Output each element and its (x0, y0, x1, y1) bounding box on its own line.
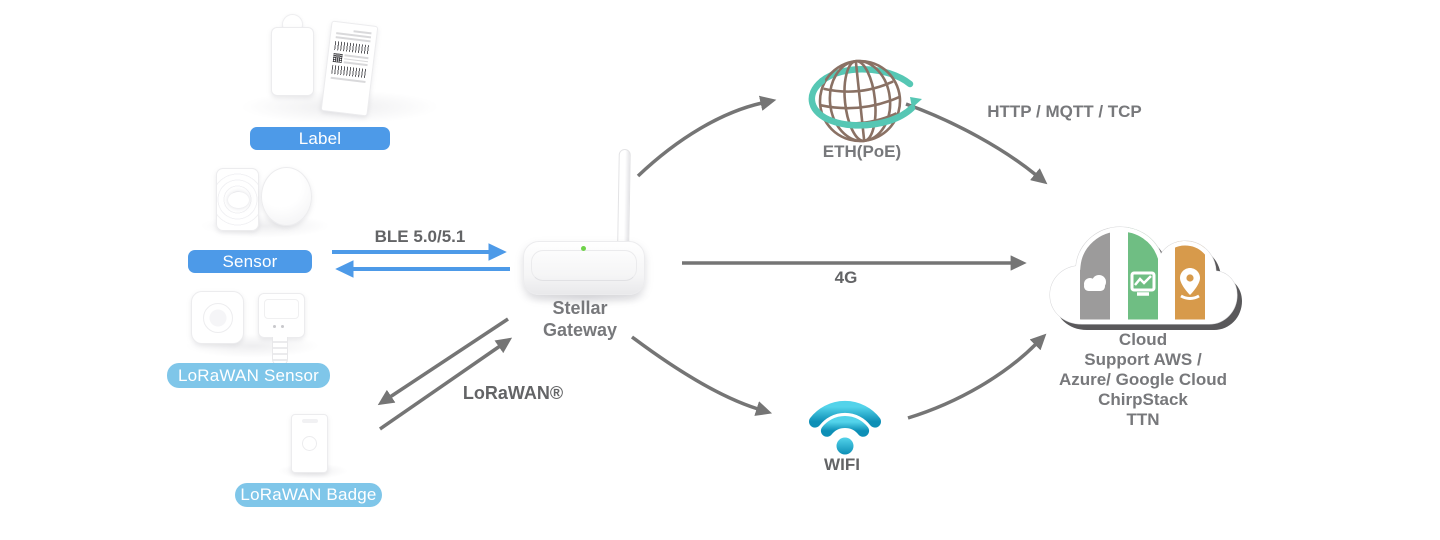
globe-swoosh-tip (910, 97, 922, 108)
4g-link-label: 4G (834, 268, 858, 287)
sensor-oval-window (228, 192, 249, 208)
ble-link-label: BLE 5.0/5.1 (374, 227, 466, 246)
sensor-grille (203, 303, 233, 333)
lorawan-arrow-to-gateway (379, 337, 513, 431)
cloud-stripes (1050, 227, 1237, 324)
cloud-monitor-chart-icon (1130, 271, 1156, 296)
esl-label-device (271, 27, 314, 96)
ble-sensor-rect-device (216, 168, 259, 231)
cloud-location-pin-icon (1180, 268, 1200, 300)
cloud-label-line: TTN (1126, 410, 1160, 429)
cloud-label-line: Azure/ Google Cloud (1058, 370, 1228, 389)
eth-label: ETH(PoE) (822, 142, 902, 161)
lorawan-badge-device (291, 414, 328, 473)
wifi-dot (836, 437, 854, 455)
lorawan-badge-badge: LoRaWAN Badge (235, 483, 382, 507)
protocols-link-label: HTTP / MQTT / TCP (987, 102, 1142, 121)
lorawan-sensor-badge: LoRaWAN Sensor (167, 363, 330, 388)
wifi-icon (809, 400, 881, 455)
label-qr-code (332, 52, 343, 63)
gateway-label-line2: Gateway (542, 320, 618, 340)
gateway-label-line1: Stellar (552, 298, 608, 318)
badge-slot (302, 419, 318, 423)
gateway-led (581, 246, 586, 251)
sensor-badge: Sensor (188, 250, 312, 273)
lorawan-probe-sensor-device (258, 293, 305, 338)
lorawan-link-label: LoRaWAN® (462, 383, 564, 403)
wifi-arc-outer (809, 400, 881, 428)
gateway-top-panel (531, 250, 637, 281)
cloud-label-line: Cloud (1118, 330, 1168, 349)
label-qr-row (332, 52, 369, 66)
cloud-label-line: Support AWS / (1084, 350, 1202, 369)
cloud-inner-rim (1050, 227, 1237, 324)
globe-swoosh-front (808, 77, 916, 129)
gateway-to-wifi-arrow (630, 335, 773, 416)
sensor-dot (281, 325, 284, 328)
lorawan-arrow-to-badge (377, 317, 509, 406)
eth-to-cloud-arrow (905, 102, 1048, 185)
wifi-to-cloud-arrow (907, 333, 1047, 420)
sensor-probe (272, 337, 288, 366)
gateway-body (523, 241, 645, 295)
cloud-label-line: ChirpStack (1098, 390, 1188, 409)
ble-sensor-puck-device (261, 167, 312, 226)
label-barcode (331, 64, 368, 79)
sensor-screen (264, 299, 299, 319)
cloud-mini-cloud-icon (1084, 275, 1106, 291)
lorawan-square-sensor-device (191, 291, 244, 344)
label-print-line (330, 76, 366, 84)
label-badge: Label (250, 127, 390, 150)
badge-ring (302, 436, 317, 451)
eth-globe-icon (808, 59, 922, 143)
gateway-to-eth-arrow (636, 95, 777, 178)
gateway-label: Stellar Gateway (505, 297, 655, 341)
wifi-label: WIFI (824, 455, 860, 474)
gateway-antenna (617, 148, 631, 247)
sensor-dot (273, 325, 276, 328)
cloud-icon (1049, 226, 1242, 330)
cloud-label: Cloud Support AWS / Azure/ Google Cloud … (1043, 330, 1243, 430)
label-barcode (334, 41, 370, 55)
wifi-arc-inner (820, 416, 870, 437)
label-print-smalllines (343, 54, 369, 66)
